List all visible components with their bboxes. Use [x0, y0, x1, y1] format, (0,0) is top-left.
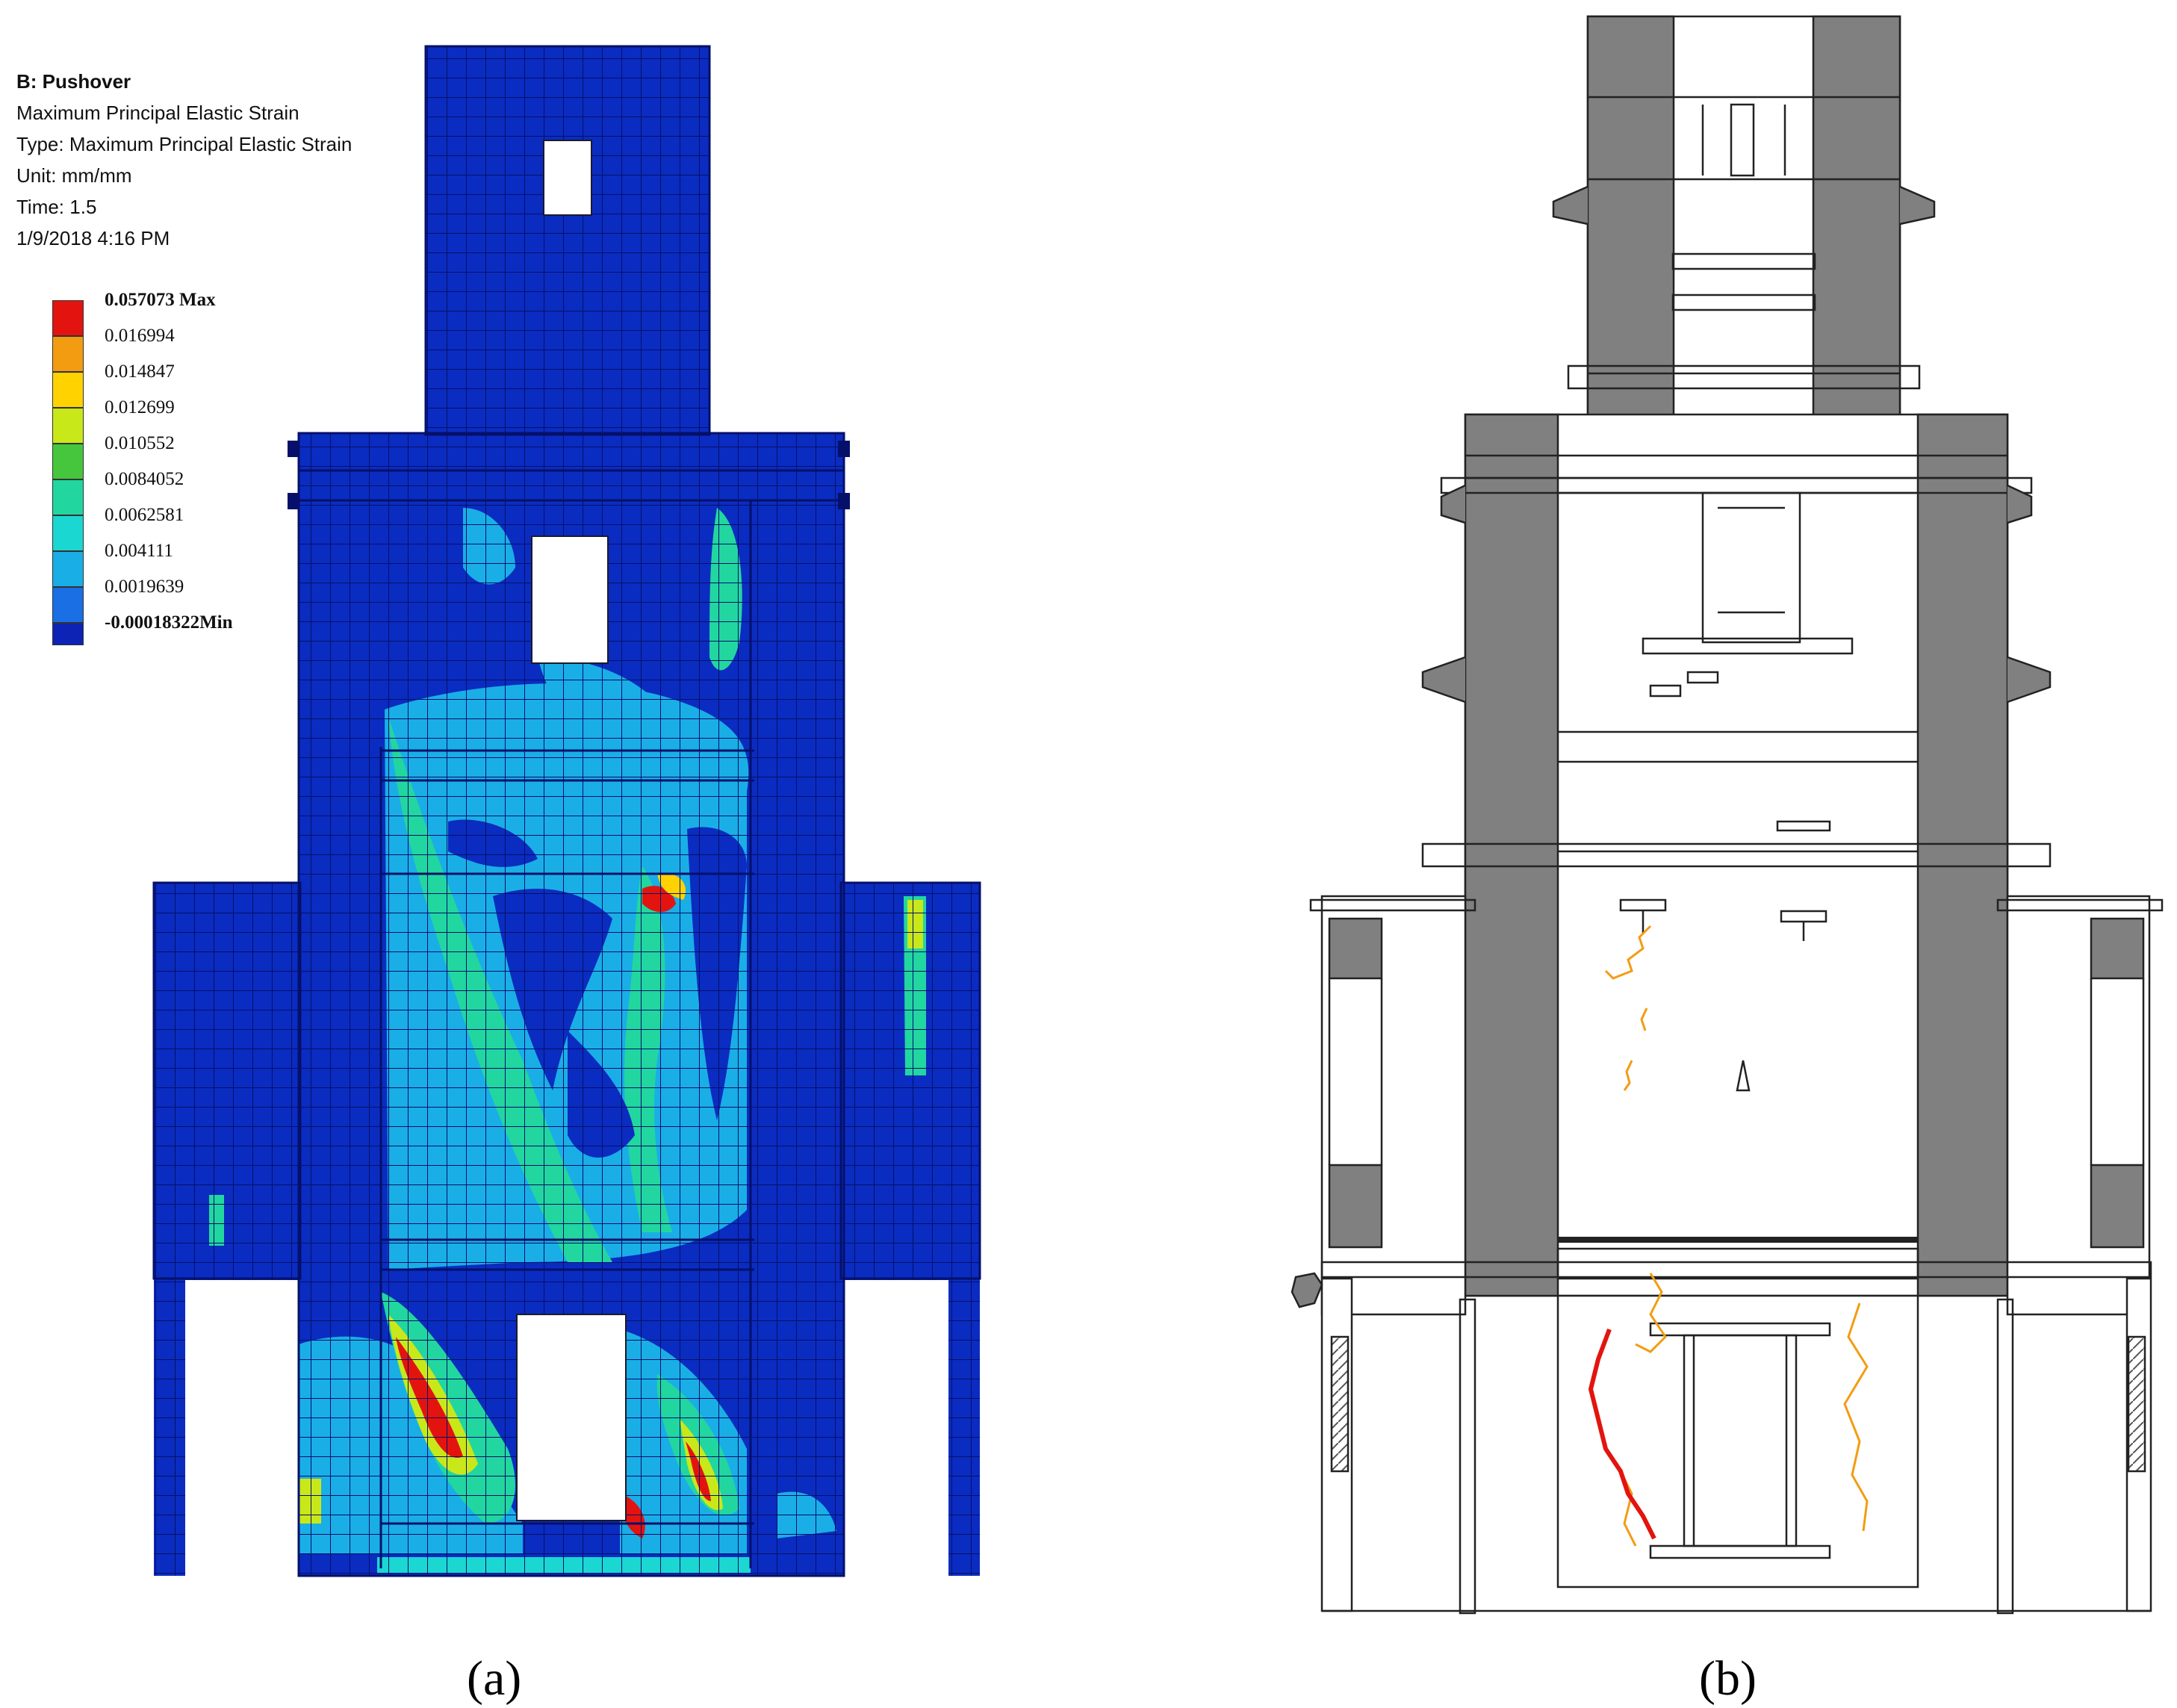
- legend-swatch: [52, 300, 84, 336]
- legend-label: 0.004111: [105, 541, 173, 561]
- opening-lower: [516, 1314, 627, 1521]
- legend-label: 0.012699: [105, 397, 175, 417]
- legend-swatch: [52, 444, 84, 479]
- legend-label: 0.010552: [105, 433, 175, 453]
- legend-label: 0.014847: [105, 361, 175, 382]
- result-unit: Unit: mm/mm: [16, 164, 132, 187]
- legend-swatch: [52, 479, 84, 515]
- caption-b: (b): [1699, 1651, 1757, 1706]
- result-title: B: Pushover: [16, 70, 131, 93]
- result-type: Type: Maximum Principal Elastic Strain: [16, 133, 353, 155]
- result-time: Time: 1.5: [16, 196, 97, 218]
- result-date: 1/9/2018 4:16 PM: [16, 227, 170, 249]
- legend-label: 0.0019639: [105, 577, 184, 597]
- legend-label: -0.00018322Min: [105, 612, 233, 633]
- legend-swatch: [52, 408, 84, 444]
- caption-a: (a): [467, 1651, 522, 1706]
- opening-upper: [543, 140, 592, 216]
- legend-swatch: [52, 372, 84, 408]
- legend-label: 0.057073 Max: [105, 290, 216, 310]
- legend-swatch: [52, 587, 84, 623]
- legend-swatch: [52, 515, 84, 551]
- legend-label: 0.016994: [105, 326, 175, 346]
- legend-swatch: [52, 623, 84, 645]
- legend-label: 0.0062581: [105, 505, 184, 525]
- result-name: Maximum Principal Elastic Strain: [16, 102, 299, 124]
- elevation-drawing: [1291, 15, 2164, 1615]
- opening-middle: [531, 535, 609, 664]
- legend-swatch: [52, 551, 84, 587]
- fe-model: [152, 45, 981, 1577]
- legend-label: 0.0084052: [105, 469, 184, 489]
- legend-swatch: [52, 336, 84, 372]
